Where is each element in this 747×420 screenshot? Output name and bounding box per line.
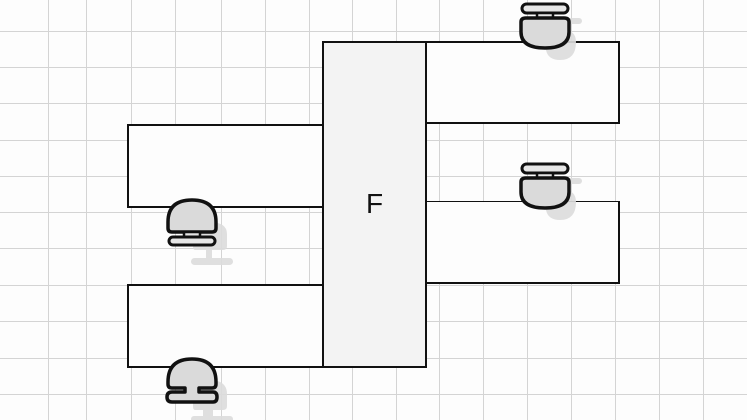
grid-line-vertical (309, 0, 310, 420)
grid-line-vertical (703, 0, 704, 420)
grid-line-vertical (659, 0, 660, 420)
grid-line-horizontal (0, 31, 747, 32)
chair-icon[interactable] (165, 196, 245, 268)
grid-line-vertical (86, 0, 87, 420)
chair-icon[interactable] (518, 2, 588, 64)
grid-line-horizontal (0, 394, 747, 395)
grid-line-vertical (221, 0, 222, 420)
chair-icon[interactable] (165, 356, 245, 420)
central-desk-label: F (365, 188, 384, 219)
grid-line-vertical (131, 0, 132, 420)
bottom-left-desk[interactable] (127, 284, 324, 368)
central-desk[interactable]: F (322, 41, 427, 368)
grid-line-vertical (265, 0, 266, 420)
grid-line-vertical (48, 0, 49, 420)
chair-icon[interactable] (518, 162, 588, 224)
